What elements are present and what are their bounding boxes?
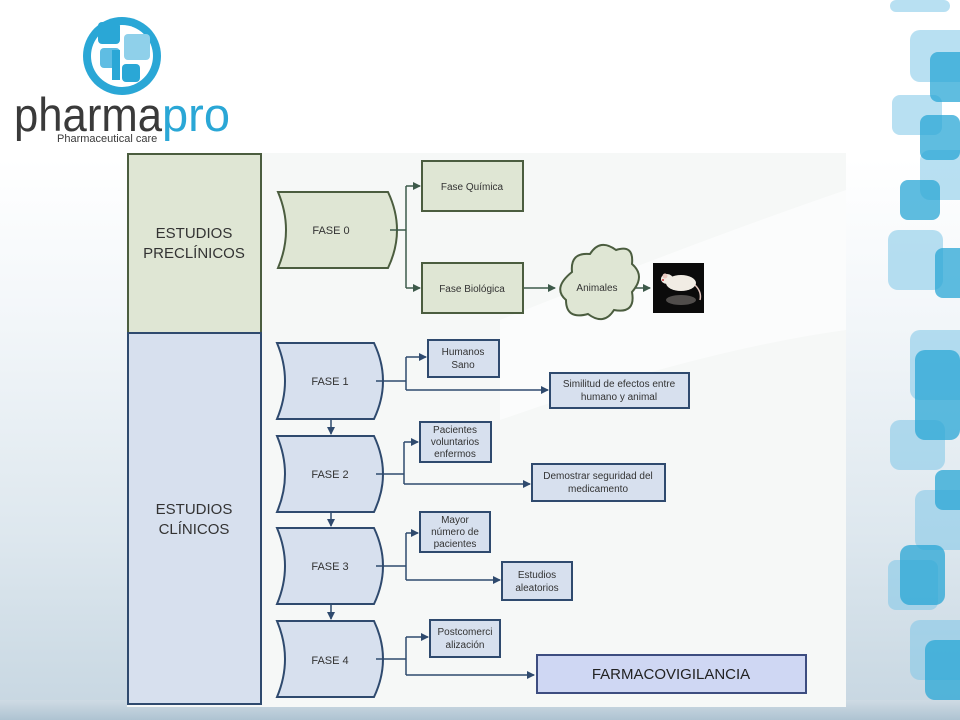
similitud-label-line1: Similitud de efectos entre <box>563 379 676 390</box>
pacientes-label-line3: enfermos <box>434 449 476 460</box>
phase-3-label: FASE 3 <box>311 561 348 573</box>
aleatorios-label-line2: aleatorios <box>515 583 558 594</box>
pharmapro-logo: pharma pro Pharmaceutical care <box>14 17 230 145</box>
farmacovigilancia-label: FARMACOVIGILANCIA <box>592 666 750 683</box>
phase-2-label: FASE 2 <box>311 469 348 481</box>
preclinical-label-line1: ESTUDIOS <box>156 225 233 242</box>
preclinical-label-line2: PRECLÍNICOS <box>143 245 245 262</box>
clinical-section <box>127 332 262 705</box>
clinical-label-line1: ESTUDIOS <box>156 501 233 518</box>
demostrar-box <box>531 463 666 502</box>
postcomercializacion-label-line2: alización <box>446 640 485 651</box>
phase-1-label: FASE 1 <box>311 376 348 388</box>
fase-biologica-box <box>421 262 524 314</box>
lab-rat-image <box>653 263 704 313</box>
farmacovigilancia-box <box>536 654 807 694</box>
pacientes-label-line1: Pacientes <box>433 425 477 436</box>
phase-4-shape <box>275 620 384 698</box>
animales-label: Animales <box>576 283 617 294</box>
postcomercializacion-label-line1: Postcomerci <box>437 627 492 638</box>
decorative-squares <box>888 0 960 700</box>
postcomercializacion-box <box>429 619 501 658</box>
fase-quimica-label: Fase Química <box>441 182 504 193</box>
demostrar-label-line1: Demostrar seguridad del <box>543 471 653 482</box>
logo-icon <box>83 17 161 95</box>
pacientes-label-line2: voluntarios <box>431 437 479 448</box>
mayor-label-line1: Mayor <box>441 515 469 526</box>
mayor-label-line3: pacientes <box>434 539 477 550</box>
fase-quimica-box <box>421 160 524 212</box>
preclinical-section <box>127 153 262 334</box>
animales-cloud <box>559 243 640 321</box>
phase-1-shape <box>275 342 384 420</box>
similitud-box <box>549 372 690 409</box>
humanos-box <box>427 339 500 378</box>
phase-0-label: FASE 0 <box>312 225 349 237</box>
logo-tagline: Pharmaceutical care <box>57 133 157 145</box>
aleatorios-box <box>501 561 573 601</box>
phase-2-shape <box>275 435 384 513</box>
mayor-label-line2: número de <box>431 527 479 538</box>
logo-text-accent: pro <box>162 88 230 141</box>
demostrar-label-line2: medicamento <box>568 484 628 495</box>
phase-4-label: FASE 4 <box>311 655 348 667</box>
humanos-label-line1: Humanos <box>442 347 485 358</box>
clinical-label-line2: CLÍNICOS <box>159 521 230 538</box>
phase-0-shape <box>276 191 398 269</box>
logo-text-main: pharma <box>14 88 163 141</box>
phase-3-shape <box>275 527 384 605</box>
humanos-label-line2: Sano <box>451 360 475 371</box>
fase-biologica-label: Fase Biológica <box>439 284 505 295</box>
drug-development-diagram: ESTUDIOS PRECLÍNICOS ESTUDIOS CLÍNICOS F… <box>127 153 846 707</box>
mayor-box <box>419 511 491 553</box>
pacientes-box <box>419 421 492 463</box>
aleatorios-label-line1: Estudios <box>518 570 556 581</box>
similitud-label-line2: humano y animal <box>581 392 657 403</box>
